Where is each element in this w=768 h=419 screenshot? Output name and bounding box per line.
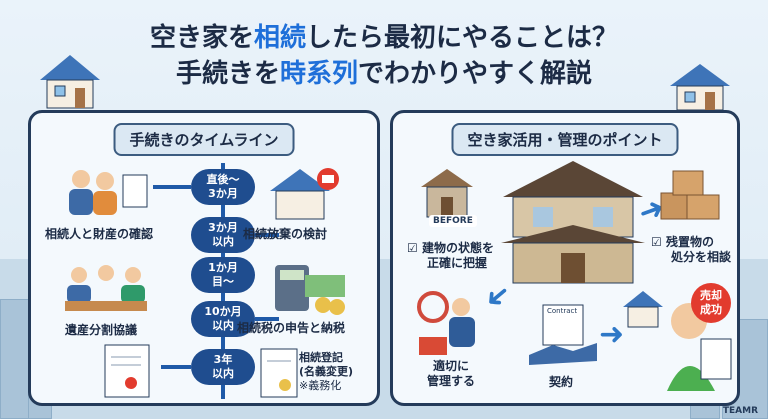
house-illustration-right (670, 64, 730, 111)
step-label: 相続放棄の検討 (243, 227, 328, 241)
point-line: 適切に (433, 359, 470, 373)
arrow-icon: ➜ (599, 317, 625, 352)
connector (255, 233, 279, 237)
point-line: ☑ 残置物の (651, 235, 714, 249)
point-line: 正確に把握 (427, 256, 488, 270)
old-house-icon (421, 169, 473, 218)
title-emphasis: 相続 (253, 23, 306, 53)
point-line: 処分を相談 (671, 250, 732, 264)
people-icon (69, 170, 148, 215)
title-emphasis: 時系列 (279, 59, 358, 89)
registration-document-icon (260, 348, 298, 398)
point-item: 適切に 管理する (427, 359, 475, 389)
before-label: BEFORE (429, 215, 477, 227)
step-label: 遺産分割協議 (65, 323, 138, 337)
step-label-line: 相続登記 (299, 351, 343, 364)
timeline-title: 手続きのタイムライン (113, 123, 295, 156)
sold-badge: 売却成功 (691, 283, 731, 323)
point-line: 管理する (427, 374, 476, 388)
timeline-badge: 10か月以内 (191, 301, 255, 337)
page-title: 空き家を相続したら最初にやることは？ 手続きを時系列でわかりやすく解説 (0, 20, 768, 92)
title-text: 手続きを (175, 59, 280, 89)
point-item: ☑ 建物の状態を 正確に把握 (407, 241, 494, 271)
timeline-badge: 3年以内 (191, 349, 255, 385)
house-illustration-left (40, 55, 100, 109)
boxes-icon (660, 170, 720, 220)
connector (161, 365, 191, 369)
title-text: でわかりやすく解説 (358, 59, 593, 89)
meeting-icon (65, 265, 147, 311)
contract-handshake-icon (529, 304, 597, 365)
points-panel: 空き家活用・管理のポイント BEFORE ☑ 建物の状態を 正確に把握 ➜ ☑ … (390, 110, 740, 406)
step-label: 相続税の申告と納税 (237, 321, 346, 335)
step-label: 相続登記 (名義変更) ※義務化 (299, 351, 353, 393)
step-note: ※義務化 (299, 379, 342, 392)
point-item: 契約 (549, 375, 574, 389)
title-text: したら最初にやることは？ (306, 23, 619, 53)
point-item: ☑ 残置物の 処分を相談 (651, 235, 731, 265)
points-title: 空き家活用・管理のポイント (451, 123, 679, 156)
timeline-badge: 3か月以内 (191, 217, 255, 253)
title-line-2: 手続きを時系列でわかりやすく解説 (0, 56, 768, 92)
title-text: 空き家を (149, 23, 254, 53)
title-line-1: 空き家を相続したら最初にやることは？ (0, 20, 768, 56)
connector (153, 185, 191, 189)
step-label: 相続人と財産の確認 (45, 227, 154, 241)
point-line: ☑ 建物の状態を (407, 241, 494, 255)
contract-label: Contract (547, 307, 578, 315)
calculator-money-icon (275, 265, 345, 315)
document-icon (104, 344, 150, 398)
maintenance-worker-icon (417, 291, 475, 355)
connector (255, 317, 279, 321)
step-label-line: (名義変更) (299, 365, 354, 378)
timeline-panel: 手続きのタイムライン 直後〜3か月 相続人と財産の確認 3か月以内 相続放棄の検… (28, 110, 380, 406)
traditional-house-illustration (501, 161, 645, 284)
brand-logo: TEAMR (722, 406, 758, 416)
house-stop-icon (270, 168, 339, 220)
timeline-badge: 直後〜3か月 (191, 169, 255, 205)
timeline-badge: 1か月目〜 (191, 257, 255, 293)
